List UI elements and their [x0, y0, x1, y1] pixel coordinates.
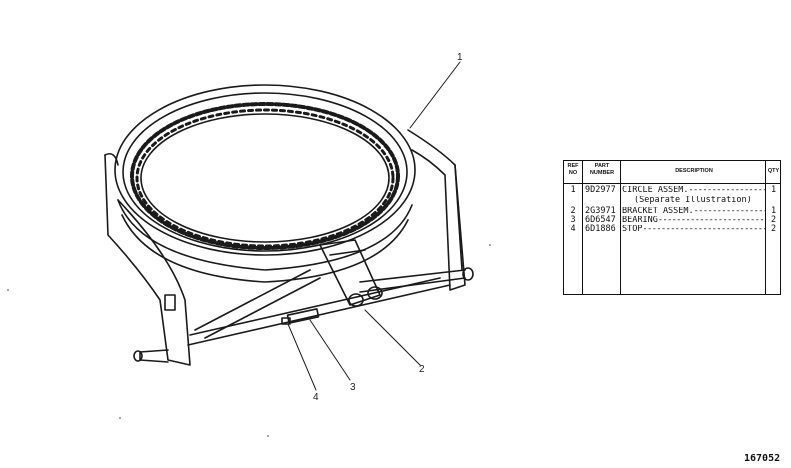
column-divider	[582, 161, 583, 294]
left-pin-block	[164, 294, 176, 311]
outer-ring-inner-edge	[122, 92, 408, 252]
column-divider	[765, 161, 766, 294]
header-part-number: PART NUMBER	[589, 163, 615, 176]
callout-2: 2	[419, 364, 425, 375]
row-qty: 1	[770, 206, 777, 216]
row-qty: 2	[770, 224, 777, 234]
diagonal-brace	[194, 269, 311, 331]
row-part-number: 6D6547	[585, 215, 616, 225]
table-row: 2 2G3971 BRACKET ASSEM.-----------------…	[564, 207, 780, 216]
row-ref: 4	[570, 224, 576, 234]
row-description: BEARING---------------------------------…	[622, 216, 766, 225]
outer-ring	[114, 84, 416, 256]
left-pin	[139, 349, 169, 363]
callout-4: 4	[313, 392, 319, 403]
row-qty: 2	[770, 215, 777, 225]
row-ref: 1	[570, 185, 576, 195]
row-qty: 1	[770, 185, 777, 195]
row-ref: 2	[570, 206, 576, 216]
row-description: BRACKET ASSEM.-------------------------	[622, 207, 766, 216]
right-arm	[407, 129, 466, 291]
header-qty: QTY	[767, 168, 780, 174]
plate-number: 167052	[744, 453, 781, 464]
row-part-number: 9D2977	[585, 185, 616, 195]
leader-4	[287, 323, 317, 391]
lower-drawbar	[187, 284, 451, 346]
callout-3: 3	[350, 382, 356, 393]
gear-ring-outer	[130, 102, 400, 250]
bracket-assembly	[319, 239, 381, 306]
row-part-number: 2G3971	[585, 206, 616, 216]
leader-2	[364, 309, 421, 366]
column-divider	[620, 161, 621, 294]
table-row: 3 6D6547 BEARING------------------------…	[564, 216, 780, 225]
right-pin	[359, 269, 466, 283]
row-description: STOP------------------------------------…	[622, 225, 766, 234]
table-row: 4 6D1886 STOP---------------------------…	[564, 225, 780, 234]
gear-ring-inner	[140, 113, 390, 243]
table-row: 1 9D2977 CIRCLE ASSEM.------------------…	[564, 186, 780, 195]
leader-3	[309, 319, 351, 381]
ring-lower-body	[117, 199, 413, 271]
callout-1: 1	[457, 52, 463, 63]
left-drawbar-arm	[104, 154, 191, 366]
header-description: DESCRIPTION	[675, 168, 713, 174]
bearing	[286, 308, 320, 324]
table-header: REF NO PART NUMBER DESCRIPTION QTY	[564, 161, 780, 184]
parts-list-table: REF NO PART NUMBER DESCRIPTION QTY 1 9D2…	[563, 160, 781, 295]
row-description-note: (Separate Illustration)	[634, 196, 752, 205]
row-ref: 3	[570, 215, 576, 225]
stop	[281, 317, 291, 325]
row-part-number: 6D1886	[585, 224, 616, 234]
header-ref-no: REF NO	[567, 163, 579, 176]
row-description: CIRCLE ASSEM.-------------------------	[622, 186, 766, 195]
leader-1	[409, 61, 461, 129]
table-row: (Separate Illustration)	[564, 196, 780, 205]
gear-ring-teeth	[135, 108, 395, 248]
